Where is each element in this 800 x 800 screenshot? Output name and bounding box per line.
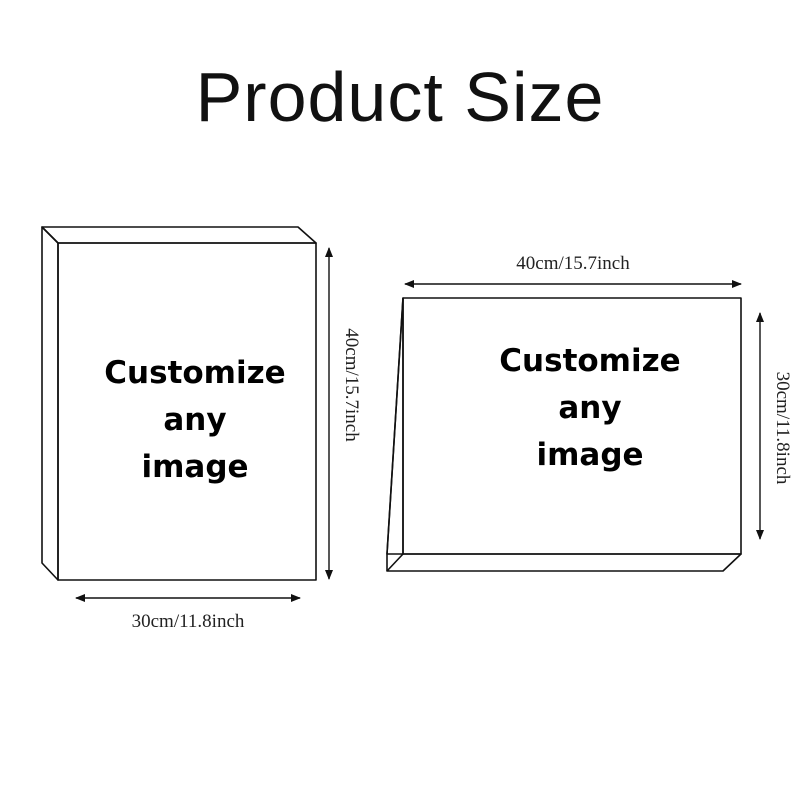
portrait-canvas-front-face bbox=[57, 242, 317, 581]
portrait-width-label: 30cm/11.8inch bbox=[132, 611, 245, 632]
portrait-height-label: 40cm/15.7inch bbox=[341, 328, 362, 442]
portrait-custom-line-2: any bbox=[163, 402, 226, 438]
landscape-custom-line-3: image bbox=[536, 437, 643, 473]
landscape-canvas-bottom-face bbox=[386, 553, 742, 572]
landscape-canvas bbox=[386, 297, 742, 572]
landscape-custom-line-1: Customize bbox=[499, 343, 680, 379]
portrait-canvas-top-face bbox=[41, 226, 317, 244]
portrait-custom-line-1: Customize bbox=[104, 355, 285, 391]
landscape-custom-line-2: any bbox=[558, 390, 621, 426]
landscape-height-label: 30cm/11.8inch bbox=[772, 372, 793, 485]
landscape-width-label: 40cm/15.7inch bbox=[516, 253, 630, 274]
landscape-canvas-front-face bbox=[402, 297, 742, 555]
portrait-custom-line-3: image bbox=[141, 449, 248, 485]
portrait-canvas-side-face bbox=[41, 226, 59, 581]
portrait-canvas bbox=[41, 226, 317, 581]
page-title: Product Size bbox=[195, 58, 605, 136]
